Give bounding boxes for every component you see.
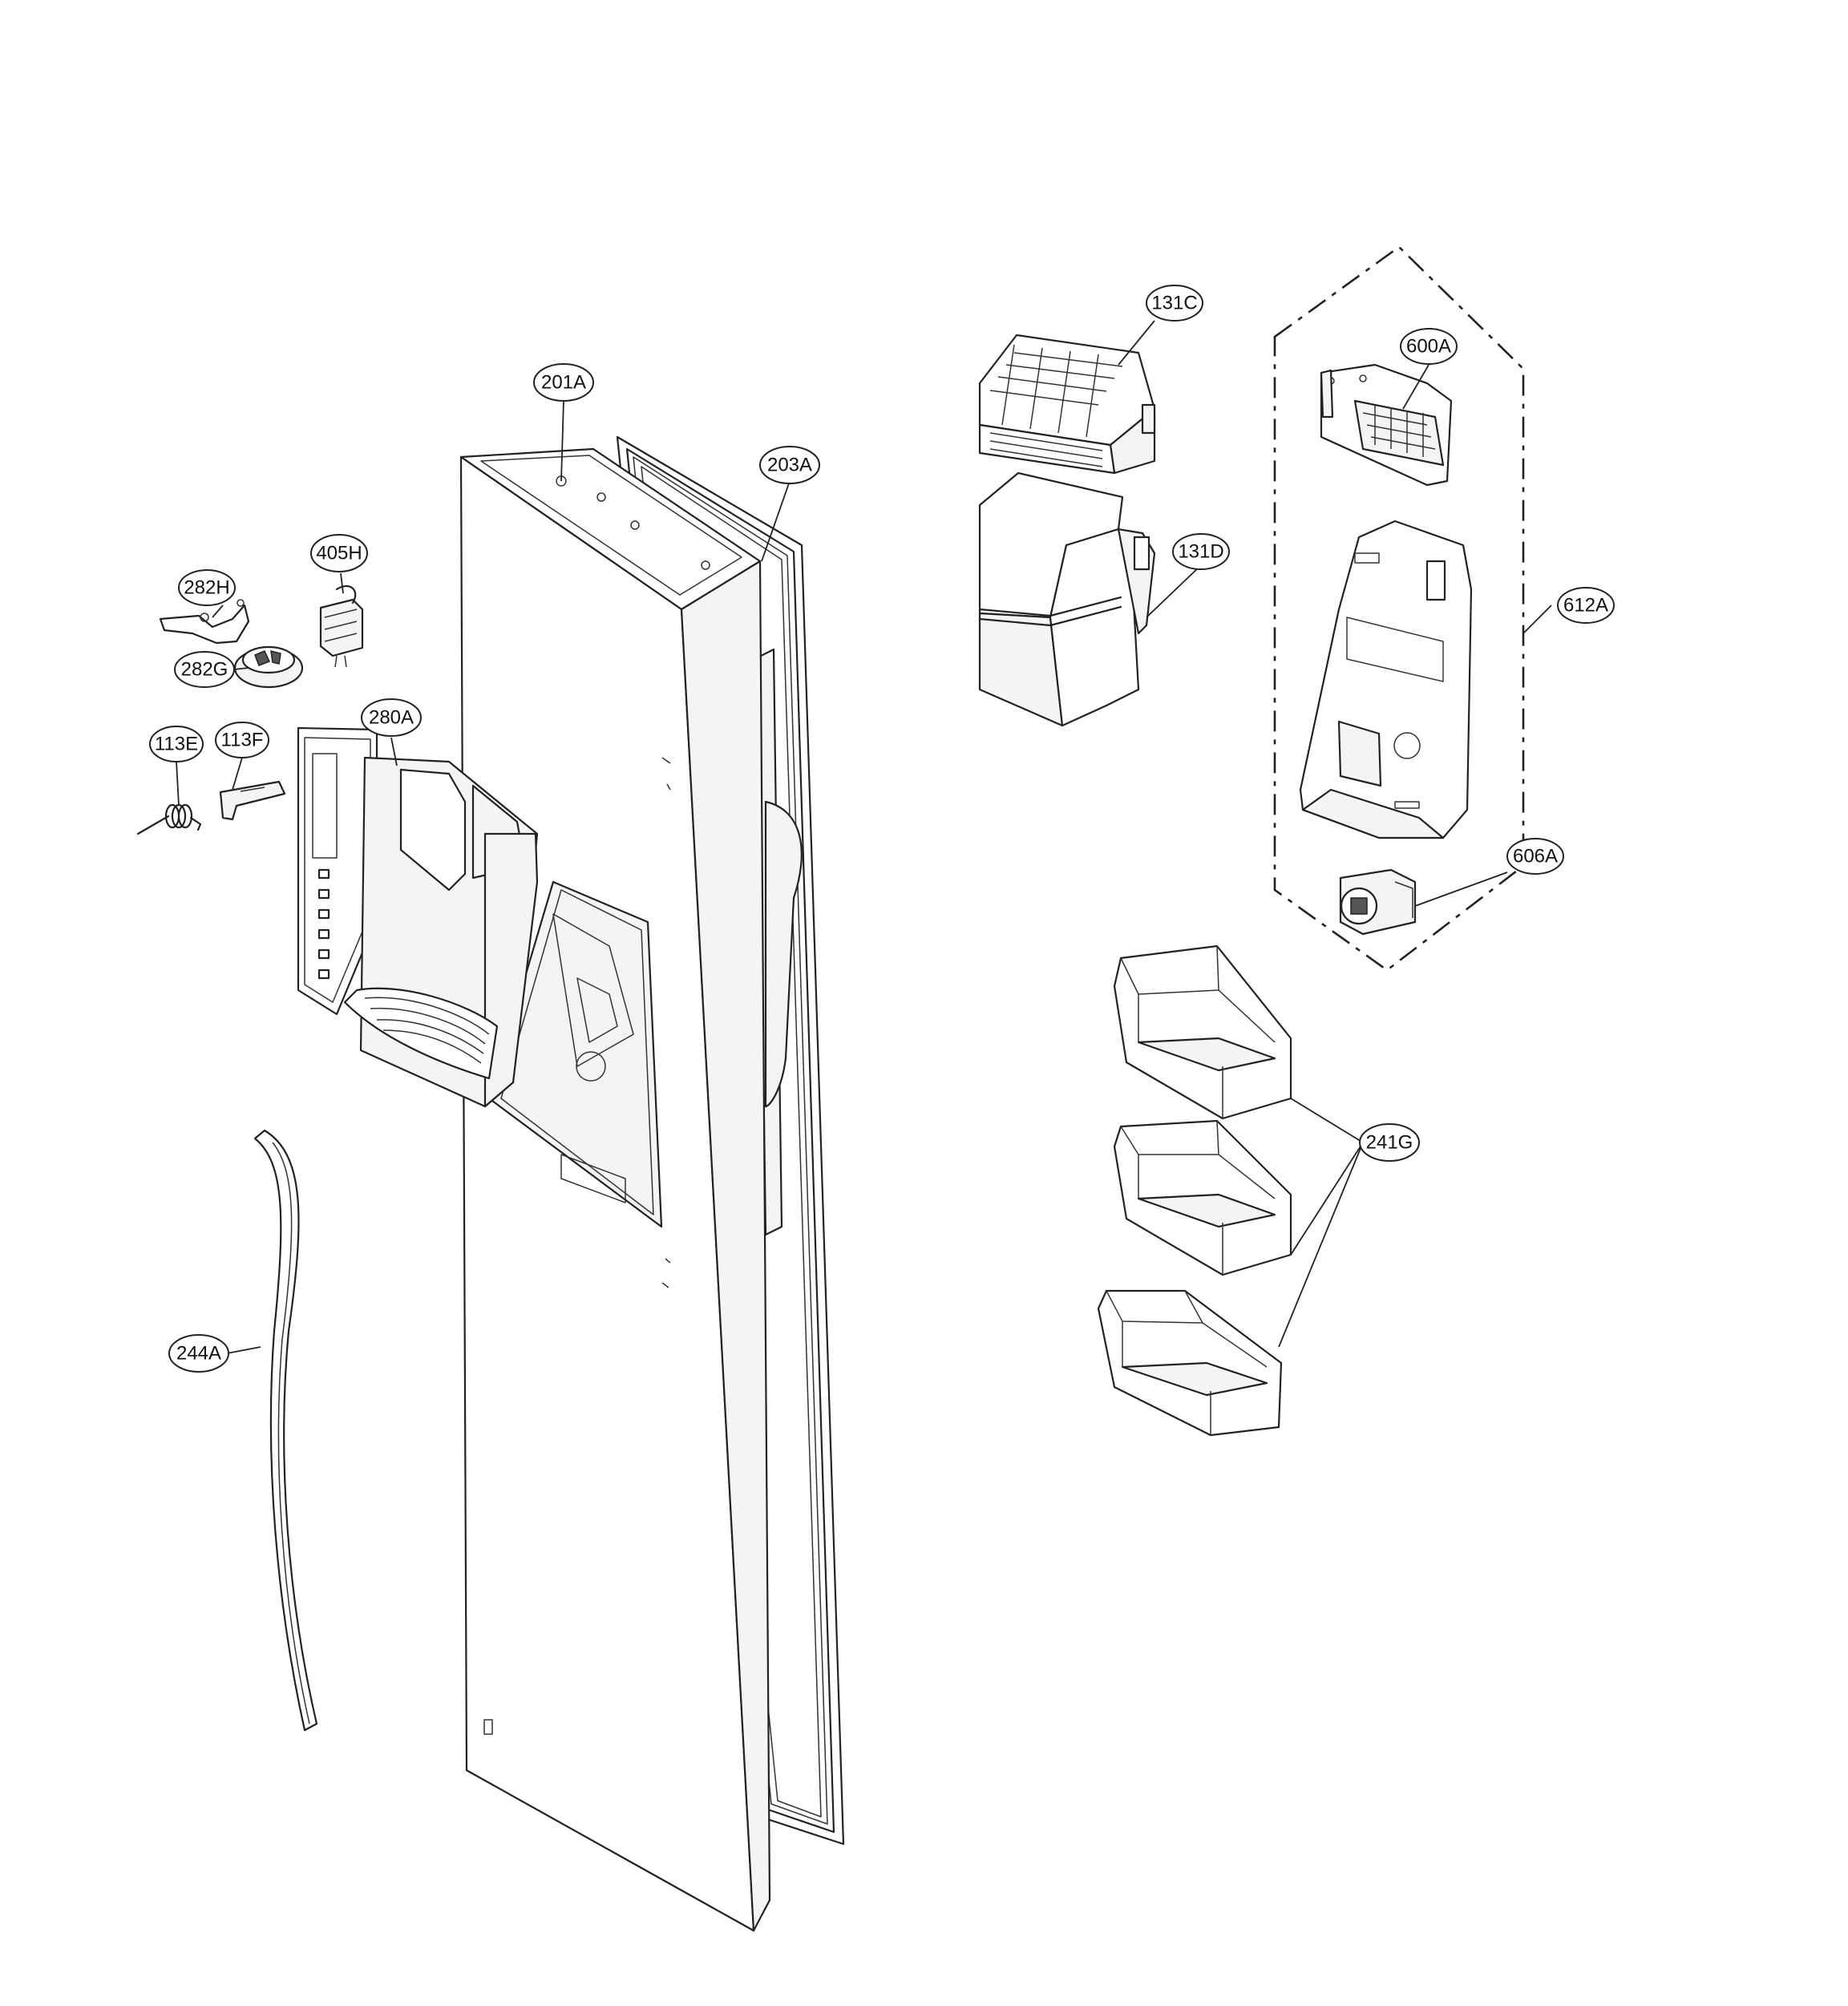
callout-600A[interactable]: 600A	[1400, 328, 1458, 365]
dispenser-cover-part	[297, 726, 539, 1108]
callout-label: 600A	[1406, 336, 1451, 358]
torsion-spring-part	[136, 803, 202, 835]
callout-612A[interactable]: 612A	[1557, 587, 1615, 624]
callout-280A[interactable]: 280A	[361, 698, 422, 737]
callout-label: 405H	[316, 543, 362, 564]
callout-label: 131C	[1151, 293, 1197, 314]
callout-282G[interactable]: 282G	[174, 651, 235, 688]
door-bin-part-1	[1113, 944, 1292, 1120]
callout-203A[interactable]: 203A	[759, 446, 820, 484]
callout-label: 201A	[541, 372, 586, 394]
ice-maker-part	[1320, 363, 1453, 487]
callout-label: 244A	[176, 1343, 221, 1365]
callout-label: 131D	[1178, 541, 1223, 563]
callout-113F[interactable]: 113F	[215, 722, 269, 758]
callout-label: 203A	[767, 455, 812, 476]
callout-241G[interactable]: 241G	[1359, 1123, 1420, 1162]
door-bin-part-2	[1113, 1119, 1292, 1276]
icemaker-housing-part	[1299, 520, 1473, 839]
dispenser-switch-part	[319, 584, 364, 668]
callout-131C[interactable]: 131C	[1146, 285, 1203, 322]
callout-201A[interactable]: 201A	[533, 363, 594, 402]
callout-label: 282G	[181, 659, 228, 681]
sensor-cap-part	[233, 645, 304, 689]
refrigerator-door-part	[459, 447, 771, 1932]
ice-bin-body-part	[978, 471, 1156, 727]
callout-label: 282H	[184, 577, 229, 599]
icemaker-motor-part	[1339, 868, 1417, 936]
callout-label: 606A	[1513, 846, 1558, 868]
callout-113E[interactable]: 113E	[149, 726, 204, 762]
callout-label: 113E	[155, 734, 198, 755]
door-handle-part	[253, 1129, 318, 1732]
callout-label: 612A	[1563, 595, 1608, 617]
sensor-bracket-part	[159, 599, 250, 645]
callout-282H[interactable]: 282H	[178, 569, 236, 606]
callout-244A[interactable]: 244A	[168, 1334, 229, 1373]
callout-label: 113F	[221, 730, 264, 751]
ice-bin-lid-part	[978, 334, 1156, 475]
callout-405H[interactable]: 405H	[310, 534, 368, 572]
callout-label: 280A	[369, 707, 414, 729]
door-bin-part-3	[1097, 1289, 1283, 1437]
leader-lines	[176, 320, 1552, 1354]
callout-131D[interactable]: 131D	[1172, 533, 1230, 570]
callout-label: 241G	[1366, 1132, 1413, 1154]
callout-606A[interactable]: 606A	[1506, 838, 1564, 875]
dispenser-lever-part	[219, 780, 286, 821]
